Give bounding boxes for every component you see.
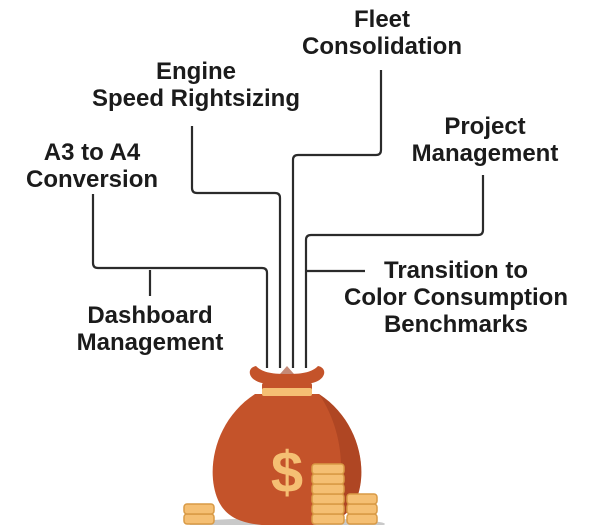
label-line: Benchmarks [383, 311, 529, 338]
label-project-management: Project Management [392, 113, 578, 167]
label-engine-speed-rightsizing: Engine Speed Rightsizing [76, 58, 316, 112]
connector-lines [91, 70, 485, 368]
label-line: Transition to [384, 257, 528, 284]
label-fleet-consolidation: Fleet Consolidation [282, 6, 482, 60]
label-line: Fleet [353, 6, 410, 33]
connector-engine [190, 126, 282, 368]
connector-a3a4 [91, 194, 269, 368]
label-line: Engine [155, 58, 236, 85]
connector-fleet [291, 70, 383, 368]
label-line: Color Consumption [344, 284, 568, 311]
label-transition-color-benchmarks: Transition to Color Consumption Benchmar… [326, 257, 586, 338]
label-a3-to-a4-conversion: A3 to A4 Conversion [12, 139, 172, 193]
label-line: Conversion [25, 166, 159, 193]
dollar-sign-icon: $ [271, 440, 303, 505]
label-line: Dashboard [87, 302, 213, 329]
label-line: Speed Rightsizing [91, 85, 300, 112]
label-line: Consolidation [302, 33, 462, 60]
label-line: A3 to A4 [43, 139, 141, 166]
connector-project [304, 175, 485, 368]
label-line: Project [444, 113, 526, 140]
label-dashboard-management: Dashboard Management [58, 302, 242, 356]
label-line: Management [411, 140, 559, 167]
coin-stack-icon [183, 463, 378, 525]
label-line: Management [76, 329, 224, 356]
